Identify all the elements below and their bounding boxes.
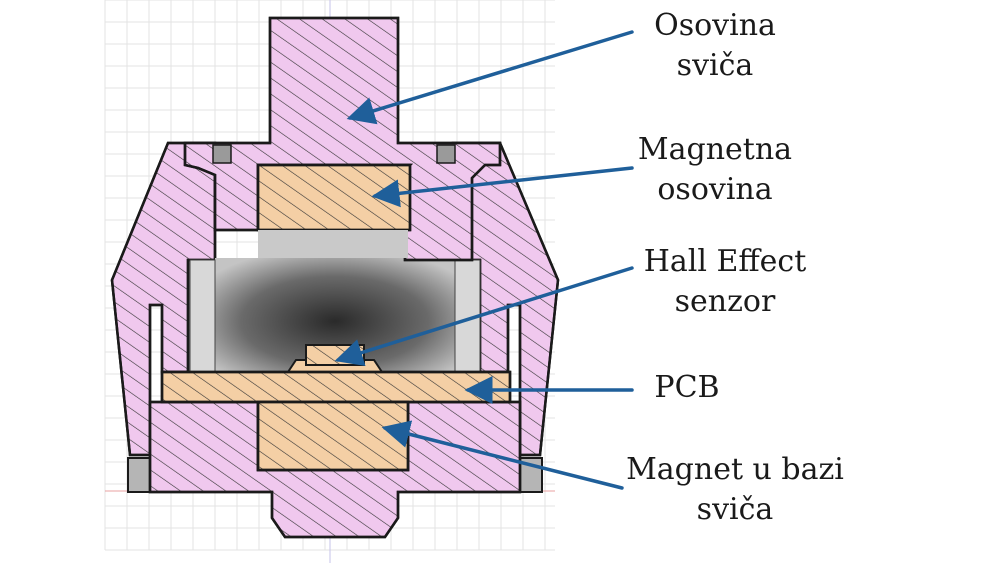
arrow-hall-sensor	[334, 266, 634, 367]
housing-left-foot	[127, 457, 151, 493]
base-magnet	[256, 400, 410, 472]
arrow-magnetic-shaft	[371, 166, 634, 208]
housing-body	[110, 141, 560, 539]
cavity-left-panel	[189, 259, 216, 373]
upper-magnet-shadow	[258, 230, 408, 258]
pointer-arrows	[334, 30, 634, 490]
arrow-switch-shaft	[346, 30, 634, 125]
stem-clip-right	[436, 144, 456, 164]
pcb-board	[160, 370, 512, 404]
upper-magnet	[256, 163, 412, 232]
label-pcb: PCB	[654, 370, 720, 405]
arrow-base-magnet	[381, 420, 624, 490]
stem-clip-left	[212, 144, 232, 164]
